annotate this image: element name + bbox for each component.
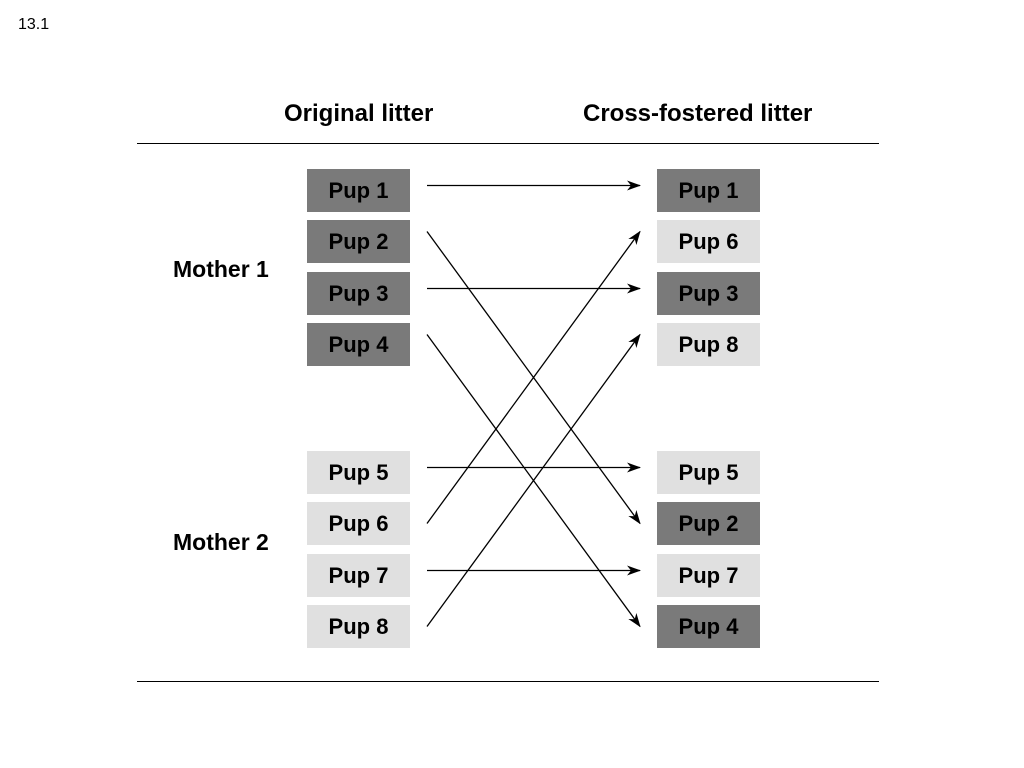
- arrow-pup-6: [426, 230, 641, 524]
- original-pup-3: Pup 3: [307, 272, 410, 315]
- fostered-pup-8: Pup 8: [657, 323, 760, 366]
- fostered-pup-3: Pup 3: [657, 272, 760, 315]
- original-pup-5: Pup 5: [307, 451, 410, 494]
- original-pup-1: Pup 1: [307, 169, 410, 212]
- arrow-pup-8: [426, 333, 641, 627]
- fostered-pup-5: Pup 5: [657, 451, 760, 494]
- mother-1-label: Mother 1: [173, 256, 269, 282]
- original-litter-header: Original litter: [284, 100, 434, 127]
- original-pup-2: Pup 2: [307, 220, 410, 263]
- fostered-pup-6: Pup 6: [657, 220, 760, 263]
- figure-number: 13.1: [18, 16, 50, 33]
- cross-fostered-litter-header: Cross-fostered litter: [583, 100, 813, 127]
- original-pup-8: Pup 8: [307, 605, 410, 648]
- fostered-pup-4: Pup 4: [657, 605, 760, 648]
- fostered-pup-1: Pup 1: [657, 169, 760, 212]
- bottom-rule: [137, 681, 879, 682]
- original-pup-4: Pup 4: [307, 323, 410, 366]
- original-pup-6: Pup 6: [307, 502, 410, 545]
- top-rule: [137, 143, 879, 144]
- arrow-pup-4: [426, 334, 641, 628]
- original-pup-7: Pup 7: [307, 554, 410, 597]
- fostered-pup-2: Pup 2: [657, 502, 760, 545]
- mother-2-label: Mother 2: [173, 529, 269, 555]
- arrow-pup-2: [426, 231, 641, 525]
- fostered-pup-7: Pup 7: [657, 554, 760, 597]
